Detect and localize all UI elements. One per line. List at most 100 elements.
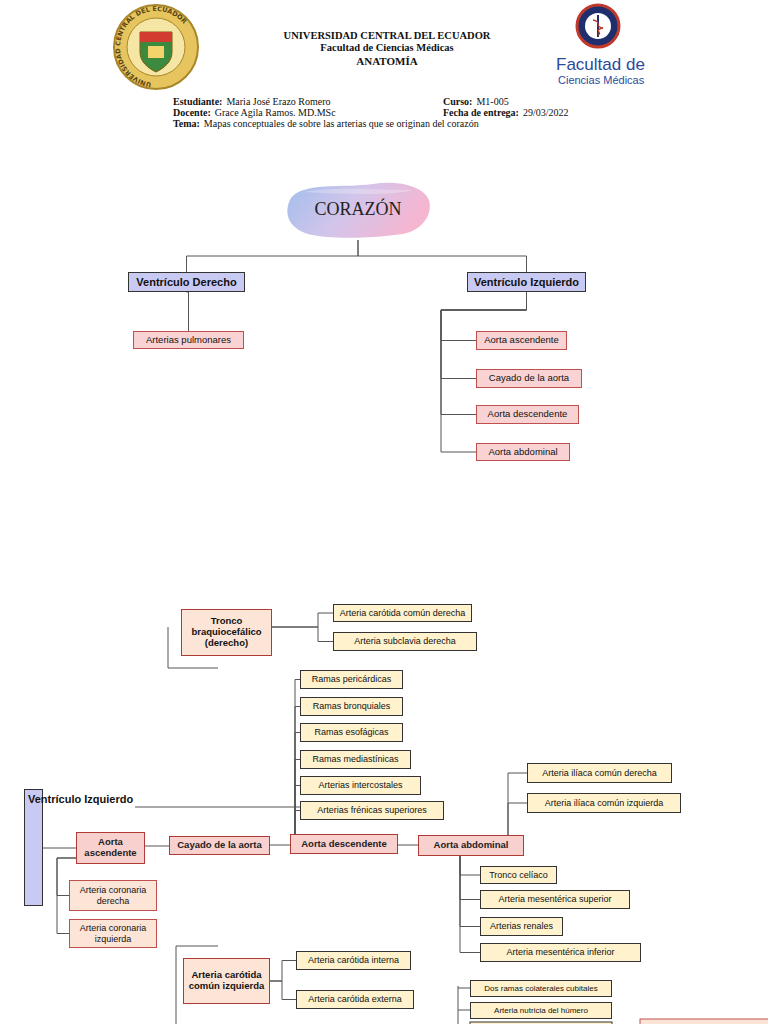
node-text: Arteria coronaria izquierda bbox=[72, 923, 154, 944]
artery-box: Aorta ascendente bbox=[76, 832, 145, 864]
node-text: Dos ramas colaterales cubitales bbox=[484, 984, 597, 993]
node-text: Cayado de la aorta bbox=[489, 373, 569, 384]
node-text: Cayado de la aorta bbox=[177, 840, 261, 851]
artery-box: Aorta abdominal bbox=[418, 835, 524, 856]
branch-box: Arteria nutricia del húmero bbox=[470, 1002, 612, 1019]
info-line: Curso:M1-005 bbox=[443, 96, 509, 107]
branch-box: Ramas pericárdicas bbox=[300, 670, 403, 689]
trunk-box: Tronco braquiocefálico (derecho) bbox=[181, 609, 272, 656]
connector bbox=[270, 845, 290, 846]
artery-box: Cayado de la aorta bbox=[169, 836, 270, 855]
cut-box bbox=[640, 1019, 768, 1024]
ventricle-bar: Ventrículo Izquierdo bbox=[24, 789, 43, 906]
label-text: Tema: bbox=[173, 118, 200, 129]
node-text: Arterias pulmonares bbox=[146, 335, 231, 346]
university-seal: UNIVERSIDAD CENTRAL DEL ECUADOR bbox=[114, 5, 198, 89]
node-text: Ventrículo Derecho bbox=[136, 276, 236, 289]
label-text: 29/03/2022 bbox=[523, 107, 569, 118]
info-line: Estudiante: Maria José Erazo Romero bbox=[173, 96, 331, 107]
branch-box: Arteria coronaria derecha bbox=[69, 880, 157, 911]
info-line: Docente: Grace Agila Ramos. MD.MSc bbox=[173, 107, 336, 118]
connector bbox=[358, 240, 527, 272]
label-text: Grace Agila Ramos. MD.MSc bbox=[215, 107, 336, 118]
branch-box: Arteria subclavia derecha bbox=[333, 632, 477, 651]
node-text: Ramas bronquiales bbox=[313, 701, 391, 711]
info-line: Tema: Mapas conceptuales de sobre las art… bbox=[173, 118, 479, 129]
node-text: Tronco braquiocefálico (derecho) bbox=[184, 616, 269, 649]
connector bbox=[508, 773, 527, 835]
node-text: Arteria carótida común izquierda bbox=[186, 970, 267, 992]
node-text: Arterias frénicas superiores bbox=[317, 805, 427, 815]
label-text: Docente: bbox=[173, 107, 211, 118]
label-text: Facultad de Ciencias Médicas bbox=[320, 42, 453, 53]
artery-box: Aorta descendente bbox=[290, 834, 398, 854]
branch-box: Dos ramas colaterales cubitales bbox=[470, 980, 612, 997]
label-text: Mapas conceptuales de sobre las arterias… bbox=[204, 118, 479, 129]
node-text: Aorta descendente bbox=[488, 409, 568, 420]
branch-box: Arterias frénicas superiores bbox=[300, 801, 444, 820]
connector bbox=[270, 961, 296, 982]
faculty-logo bbox=[577, 5, 619, 47]
branch-box: Arteria mesentérica inferior bbox=[480, 943, 641, 962]
label-text: Fecha de entrega: bbox=[443, 107, 519, 118]
node-text: Ramas esofágicas bbox=[314, 727, 388, 737]
node-text: Aorta descendente bbox=[301, 839, 387, 850]
ventricle-box: Ventrículo Derecho bbox=[128, 272, 245, 292]
branch-box: Arteria carótida común derecha bbox=[333, 604, 472, 622]
node-text: Arterias renales bbox=[490, 921, 553, 931]
node-text: Ventrículo Izquierdo bbox=[474, 276, 579, 289]
branch-box: Arteria ilíaca común izquierda bbox=[527, 793, 681, 813]
node-text: Arteria mesentérica superior bbox=[498, 894, 611, 904]
node-text: Aorta ascendente bbox=[484, 335, 558, 346]
connector bbox=[145, 846, 169, 847]
node-text: Arteria carótida externa bbox=[308, 994, 402, 1004]
node-text: Arteria nutricia del húmero bbox=[494, 1006, 588, 1015]
connector bbox=[460, 856, 480, 953]
label-text: Estudiante: bbox=[173, 96, 222, 107]
connector bbox=[460, 856, 480, 927]
svg-text:UNIVERSIDAD CENTRAL DEL ECUADO: UNIVERSIDAD CENTRAL DEL ECUADOR bbox=[114, 5, 188, 89]
header-title: UNIVERSIDAD CENTRAL DEL ECUADOR bbox=[230, 30, 544, 41]
node-text: Arteria coronaria derecha bbox=[72, 885, 154, 906]
node-text: Aorta ascendente bbox=[79, 837, 142, 859]
branch-box: Arteria mesentérica superior bbox=[480, 890, 630, 909]
connector bbox=[270, 981, 296, 1000]
branch-box: Arteria carótida interna bbox=[296, 951, 411, 970]
connector bbox=[43, 848, 76, 849]
branch-box: Ramas mediastínicas bbox=[300, 750, 411, 769]
node-text: Arteria carótida interna bbox=[308, 955, 399, 965]
label-text: UNIVERSIDAD CENTRAL DEL ECUADOR bbox=[284, 30, 491, 41]
logo-text: Facultad de bbox=[556, 55, 645, 75]
node-text: Arteria carótida común derecha bbox=[340, 608, 466, 618]
branch-box: Ramas esofágicas bbox=[300, 723, 403, 742]
branch-box: Tronco celíaco bbox=[480, 866, 557, 884]
node-text: Ramas mediastínicas bbox=[312, 754, 398, 764]
connector bbox=[187, 292, 189, 331]
node-text: CORAZÓN bbox=[314, 199, 401, 220]
artery-box: Aorta abdominal bbox=[476, 443, 570, 461]
node-text: Arteria ilíaca común derecha bbox=[542, 768, 657, 778]
node-text: Arteria ilíaca común izquierda bbox=[545, 798, 664, 808]
branch-box: Arteria carótida externa bbox=[296, 990, 414, 1009]
node-text: Tronco celíaco bbox=[489, 870, 548, 880]
label-text: M1-005 bbox=[476, 96, 508, 107]
node-text: Aorta abdominal bbox=[434, 840, 509, 851]
branch-box: Arterias renales bbox=[480, 917, 563, 936]
connector bbox=[460, 856, 480, 875]
label-text: Maria José Erazo Romero bbox=[226, 96, 330, 107]
node-text: Ramas pericárdicas bbox=[312, 674, 392, 684]
seal-text: UNIVERSIDAD CENTRAL DEL ECUADOR bbox=[114, 5, 188, 89]
connector bbox=[272, 613, 333, 627]
label-text: Facultad de bbox=[556, 55, 645, 74]
artery-box: Arterias pulmonares bbox=[133, 331, 244, 349]
node-text: Ventrículo Izquierdo bbox=[28, 793, 133, 806]
bracket-lines bbox=[135, 627, 470, 1024]
ventricle-box: Ventrículo Izquierdo bbox=[467, 272, 586, 292]
connector bbox=[295, 760, 300, 835]
artery-box: Aorta descendente bbox=[476, 405, 579, 424]
